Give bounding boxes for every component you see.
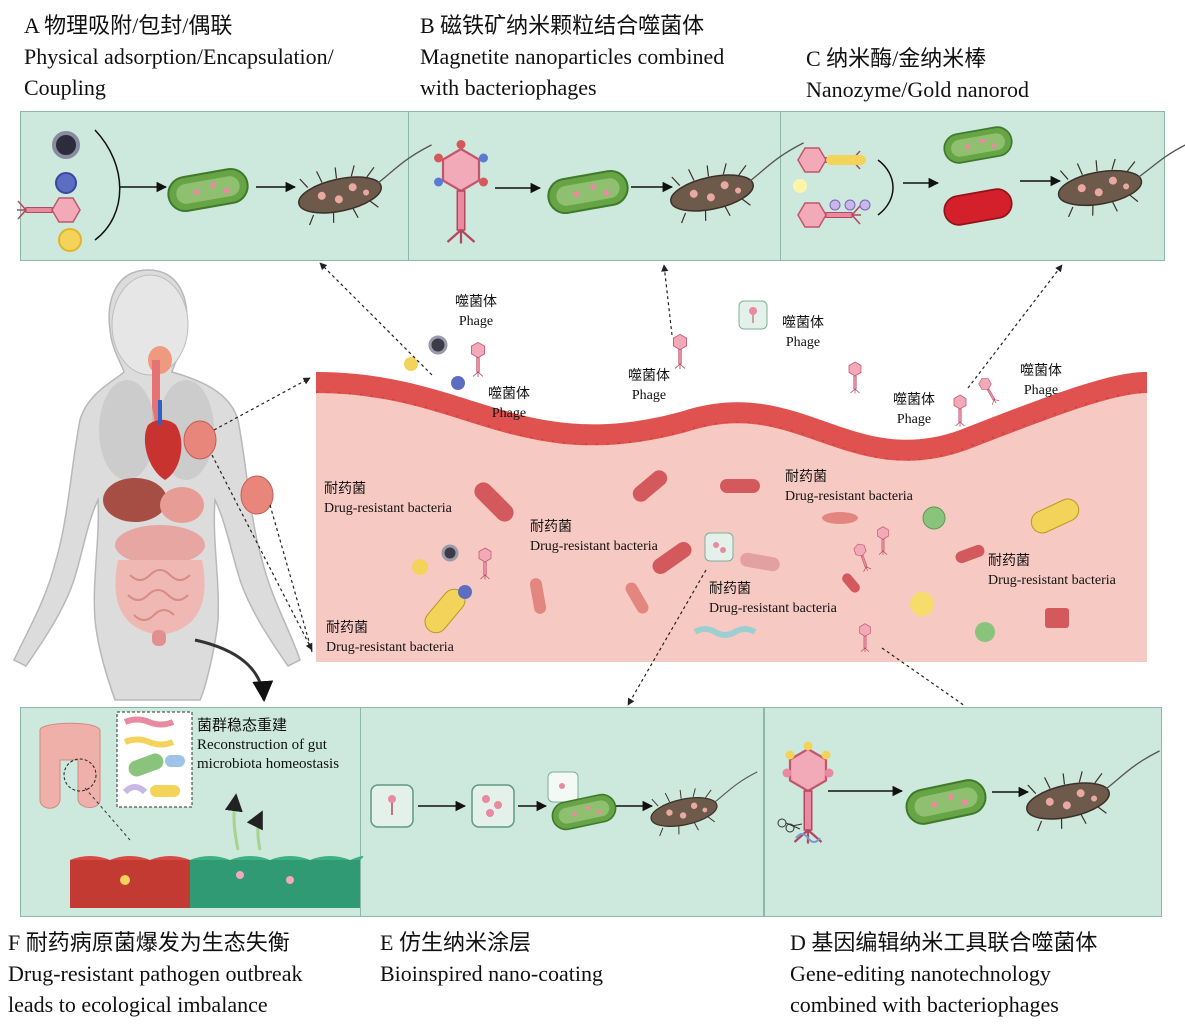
nano-coating-icon — [704, 532, 734, 562]
light-icon — [793, 179, 807, 193]
panel-c-bacterium-icon — [941, 124, 1015, 166]
panel-b-bacterium-icon — [544, 167, 632, 217]
panel-c-heated-bacterium-icon — [943, 188, 1013, 226]
panel-d-bacterium-icon — [902, 776, 990, 828]
gene-editing-phage-icon — [782, 741, 834, 845]
panel-c-nanozyme-phages — [793, 147, 894, 228]
coccus-icon — [922, 506, 946, 530]
scissors-icon — [777, 818, 803, 833]
caption-e-en1: Bioinspired nano-coating — [380, 961, 604, 986]
flagellated-bacterium-icon — [720, 479, 760, 493]
rod-bacterium-icon — [955, 544, 985, 564]
caption-c: C 纳米酶/金纳米棒 Nanozyme/Gold nanorod — [806, 43, 1029, 105]
gold-nanoparticle-icon — [404, 357, 418, 371]
rod-bacterium-icon — [822, 512, 858, 524]
coccus-icon — [910, 592, 934, 616]
tissue-bacteria — [424, 470, 1080, 642]
encapsulated-phage-icon — [441, 544, 459, 562]
spirillum-icon — [693, 626, 757, 638]
liver-organ — [103, 478, 167, 522]
panel-a-nanoparticles — [16, 129, 121, 252]
organ-callout-gut — [240, 475, 274, 515]
intestine-icon — [39, 722, 101, 809]
caption-d-en1: Gene-editing nanotechnology — [790, 961, 1051, 986]
coupled-phage-icon — [16, 197, 81, 223]
rod-bacterium-icon — [625, 582, 649, 614]
panel-a-dead-bacterium-icon — [291, 144, 444, 230]
restored-mucosa — [190, 860, 360, 908]
nano-coating-icon — [471, 784, 515, 828]
gold-nanoparticle-icon — [58, 228, 82, 252]
panel-d-content — [777, 741, 1172, 845]
caption-a-en2: Coupling — [24, 75, 106, 100]
caption-c-en1: Nanozyme/Gold nanorod — [806, 77, 1029, 102]
rod-bacterium-icon — [652, 541, 692, 575]
coated-phage-icon — [458, 585, 472, 599]
caption-f-zh: F 耐药病原菌爆发为生态失衡 — [8, 930, 290, 955]
caption-f-en1: Drug-resistant pathogen outbreak — [8, 961, 303, 986]
coccus-icon — [975, 622, 995, 642]
caption-e: E 仿生纳米涂层 Bioinspired nano-coating — [380, 927, 603, 989]
heart-organ — [144, 419, 182, 480]
caption-d: D 基因编辑纳米工具联合噬菌体 Gene-editing nanotechnol… — [790, 927, 1097, 1020]
caption-a-en1: Physical adsorption/Encapsulation/ — [24, 44, 334, 69]
caption-d-zh: D 基因编辑纳米工具联合噬菌体 — [790, 930, 1098, 955]
panel-c-dead-bacterium-icon — [1052, 140, 1185, 222]
caption-b-zh: B 磁铁矿纳米颗粒结合噬菌体 — [420, 13, 705, 38]
caption-e-zh: E 仿生纳米涂层 — [380, 930, 531, 955]
panel-e-content — [370, 771, 768, 840]
yellow-bacterium-icon — [1030, 498, 1080, 534]
panel-b-dead-bacterium-icon — [663, 142, 816, 228]
caption-b: B 磁铁矿纳米颗粒结合噬菌体 Magnetite nanoparticles c… — [420, 10, 724, 103]
gold-nanoparticle-icon — [412, 559, 428, 575]
panel-f-content — [39, 711, 364, 908]
rod-bacterium-icon — [474, 482, 514, 522]
rod-bacterium-icon — [529, 578, 547, 614]
caption-f-en2: leads to ecological imbalance — [8, 992, 268, 1017]
panel-d-dead-bacterium-icon — [1019, 750, 1172, 836]
caption-a-zh: A 物理吸附/包封/偶联 — [24, 13, 233, 38]
caption-c-zh: C 纳米酶/金纳米棒 — [806, 46, 987, 71]
caption-d-en2: combined with bacteriophages — [790, 992, 1059, 1017]
flagellated-bacterium-icon — [632, 470, 668, 502]
coated-phage-icon — [451, 376, 465, 390]
panel-e-dead-bacterium-icon — [645, 771, 768, 840]
caption-a: A 物理吸附/包封/偶联 Physical adsorption/Encapsu… — [24, 10, 334, 103]
phage-icon — [470, 341, 486, 378]
lung-left — [99, 380, 155, 480]
coated-phage-icon — [55, 172, 77, 194]
encapsulated-phage-icon — [52, 131, 80, 159]
caption-b-en2: with bacteriophages — [420, 75, 597, 100]
caption-f: F 耐药病原菌爆发为生态失衡 Drug-resistant pathogen o… — [8, 927, 302, 1020]
diseased-mucosa — [70, 860, 190, 908]
stomach-organ — [160, 487, 204, 523]
organ-callout-lung — [183, 420, 217, 460]
phage-icon — [953, 394, 967, 427]
rod-bacterium-icon — [842, 573, 860, 593]
gold-nanorod-icon — [826, 155, 866, 165]
phage-icon — [976, 375, 1002, 407]
microbiota-label: 菌群稳态重建 Reconstruction of gut microbiota … — [197, 718, 340, 772]
caption-b-en1: Magnetite nanoparticles combined — [420, 44, 725, 69]
panel-b-magnetite-phage-icon — [434, 140, 488, 245]
panel-a-bacterium-icon — [164, 165, 252, 215]
phage-icon — [848, 361, 862, 394]
rod-bacterium-icon — [1045, 608, 1069, 628]
lumen-phages — [404, 300, 1002, 653]
encapsulated-phage-icon — [428, 335, 448, 355]
phage-icon — [672, 333, 688, 370]
